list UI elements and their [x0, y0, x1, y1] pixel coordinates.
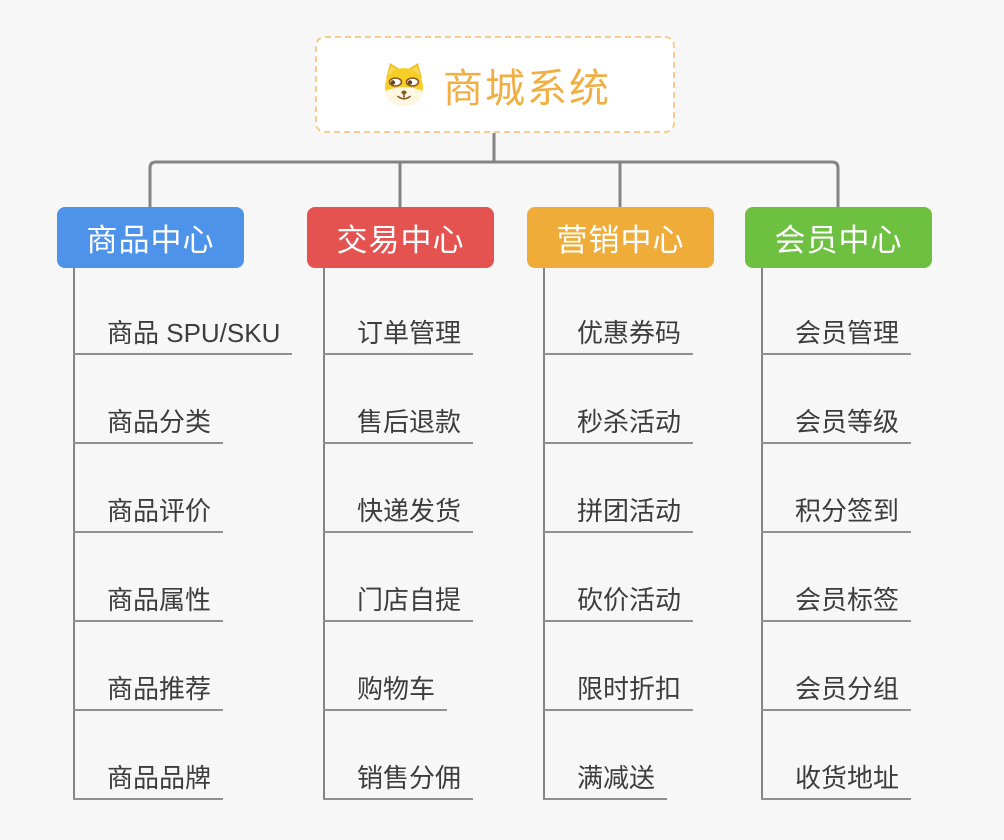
mindmap-item[interactable]: 门店自提 [323, 585, 474, 622]
mindmap-item[interactable]: 秒杀活动 [543, 407, 694, 444]
branch-label: 交易中心 [336, 223, 465, 258]
mindmap-item[interactable]: 快递发货 [323, 496, 474, 533]
mindmap-item[interactable]: 商品属性 [73, 585, 224, 622]
mindmap-item[interactable]: 订单管理 [323, 318, 474, 355]
mindmap-item[interactable]: 商品评价 [73, 496, 224, 533]
branch-node-trade[interactable]: 交易中心 [307, 207, 494, 268]
mindmap-item[interactable]: 商品 SPU/SKU [73, 318, 293, 355]
mindmap-item[interactable]: 商品分类 [73, 407, 224, 444]
mindmap-item[interactable]: 会员管理 [761, 318, 912, 355]
mindmap-item[interactable]: 满减送 [543, 763, 668, 800]
branch-label: 营销中心 [556, 223, 685, 258]
mindmap-item[interactable]: 会员等级 [761, 407, 912, 444]
doge-icon [385, 62, 423, 106]
mindmap-item[interactable]: 收货地址 [761, 763, 912, 800]
branch-node-member[interactable]: 会员中心 [745, 207, 932, 268]
root-node[interactable]: 商城系统 [315, 36, 675, 133]
branch-label: 商品中心 [86, 223, 215, 258]
mindmap-item[interactable]: 积分签到 [761, 496, 912, 533]
branch-label: 会员中心 [774, 223, 903, 258]
branch-node-product[interactable]: 商品中心 [57, 207, 244, 268]
mindmap-item[interactable]: 砍价活动 [543, 585, 694, 622]
mindmap-item[interactable]: 商品品牌 [73, 763, 224, 800]
mindmap-item[interactable]: 购物车 [323, 674, 448, 711]
mindmap-item[interactable]: 售后退款 [323, 407, 474, 444]
mindmap-item[interactable]: 会员分组 [761, 674, 912, 711]
mindmap-item[interactable]: 商品推荐 [73, 674, 224, 711]
branch-node-marketing[interactable]: 营销中心 [527, 207, 714, 268]
mindmap-item[interactable]: 优惠券码 [543, 318, 694, 355]
mindmap-item[interactable]: 销售分佣 [323, 763, 474, 800]
root-title: 商城系统 [443, 66, 611, 111]
mindmap-item[interactable]: 会员标签 [761, 585, 912, 622]
mindmap-item[interactable]: 限时折扣 [543, 674, 694, 711]
mindmap-item[interactable]: 拼团活动 [543, 496, 694, 533]
